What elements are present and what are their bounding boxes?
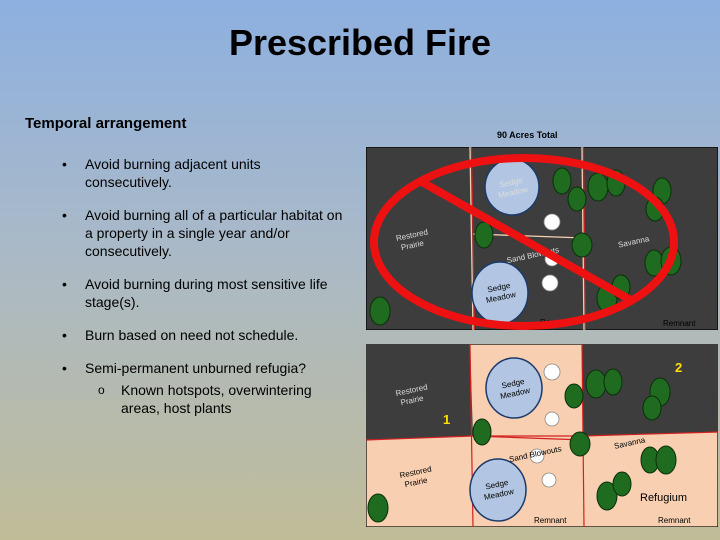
sedge-meadow-north	[485, 357, 543, 419]
bullet-text: Avoid burning adjacent units consecutive…	[85, 156, 261, 190]
bullet-item: Burn based on need not schedule.	[62, 326, 347, 344]
unit-number-2: 2	[675, 360, 682, 375]
sand-blowout-spot	[541, 472, 557, 488]
bullet-item: Avoid burning all of a particular habita…	[62, 206, 347, 260]
burned-unit-1	[366, 344, 473, 440]
bullet-text: Semi-permanent unburned refugia?	[85, 360, 307, 376]
property-map-bottom: RestoredPrairie RestoredPrairie SedgeMea…	[366, 344, 718, 527]
sand-blowout-spot	[543, 213, 561, 231]
slide-title: Prescribed Fire	[228, 22, 492, 63]
tree-cluster	[367, 368, 677, 523]
bullet-text: Avoid burning all of a particular habita…	[85, 207, 343, 259]
sand-blowout-spot	[529, 448, 545, 464]
slide-subtitle: Temporal arrangement	[25, 115, 187, 132]
refugium-label: Refugium	[640, 492, 687, 504]
sedge-meadow-north	[484, 158, 540, 216]
bullet-text: Burn based on need not schedule.	[85, 327, 299, 343]
no-symbol-icon	[370, 154, 678, 330]
remnant-label: Remnant	[534, 516, 567, 525]
bullet-list: Avoid burning adjacent units consecutive…	[62, 155, 347, 432]
property-map-top: RestoredPrairie SedgeMeadow SedgeMeadow …	[366, 147, 718, 330]
sub-bullet-item: Known hotspots, overwintering areas, hos…	[85, 381, 347, 417]
sand-blowout-spot	[541, 274, 559, 292]
sand-blowout-spot	[543, 363, 561, 381]
remnant-label: Remnant	[663, 319, 696, 328]
unit-number-1: 1	[443, 412, 450, 427]
bullet-item: Avoid burning adjacent units consecutive…	[62, 155, 347, 191]
map-total-label: 90 Acres Total	[497, 130, 558, 140]
bullet-item: Avoid burning during most sensitive life…	[62, 275, 347, 311]
bullet-text: Avoid burning during most sensitive life…	[85, 276, 328, 310]
sand-blowout-spot	[544, 411, 560, 427]
bullet-item: Semi-permanent unburned refugia? Known h…	[62, 359, 347, 417]
remnant-label: Remnant	[658, 516, 691, 525]
sedge-meadow-south	[469, 458, 527, 522]
sub-bullet-list: Known hotspots, overwintering areas, hos…	[85, 381, 347, 417]
